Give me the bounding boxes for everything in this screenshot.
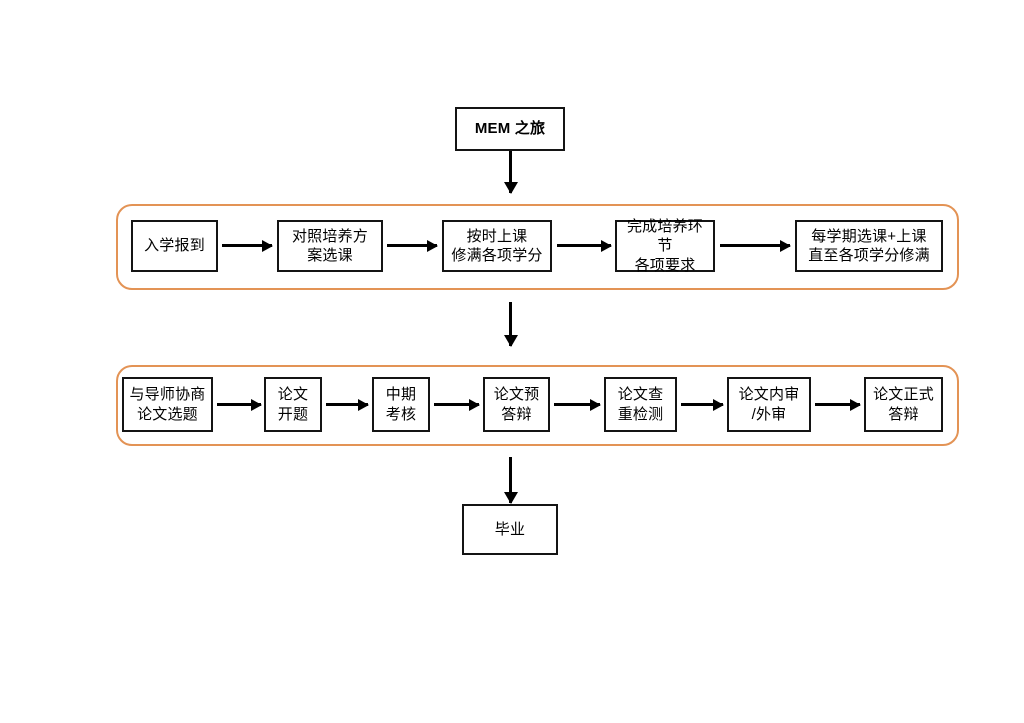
- connector-stage-one-4-to-5: [720, 244, 790, 247]
- node-stage-two-step-4: 论文预 答辩: [483, 377, 550, 432]
- node-stage-one-step-1: 入学报到: [131, 220, 218, 272]
- node-stage-two-step-2: 论文 开题: [264, 377, 322, 432]
- connector-stage-two-1-to-2: [217, 403, 261, 406]
- node-graduation: 毕业: [462, 504, 558, 555]
- node-stage-one-step-5: 每学期选课+上课 直至各项学分修满: [795, 220, 943, 272]
- node-stage-two-step-6: 论文内审 /外审: [727, 377, 811, 432]
- node-stage-two-step-1: 与导师协商 论文选题: [122, 377, 213, 432]
- group-coursework-stage: [116, 204, 959, 290]
- connector-stage-two-3-to-4: [434, 403, 479, 406]
- connector-stage-one-to-stage-two: [509, 302, 512, 346]
- node-stage-one-step-4: 完成培养环节 各项要求: [615, 218, 715, 274]
- node-stage-one-step-2: 对照培养方 案选课: [277, 220, 383, 272]
- connector-title-to-stage-one: [509, 151, 512, 193]
- node-stage-two-step-5: 论文查 重检测: [604, 377, 677, 432]
- connector-stage-one-2-to-3: [387, 244, 437, 247]
- connector-stage-two-2-to-3: [326, 403, 368, 406]
- connector-stage-two-6-to-7: [815, 403, 860, 406]
- node-stage-two-step-7: 论文正式 答辩: [864, 377, 943, 432]
- connector-stage-two-4-to-5: [554, 403, 600, 406]
- node-stage-one-step-3: 按时上课 修满各项学分: [442, 220, 552, 272]
- connector-stage-two-5-to-6: [681, 403, 723, 406]
- node-stage-two-step-3: 中期 考核: [372, 377, 430, 432]
- node-mem-journey: MEM 之旅: [455, 107, 565, 151]
- connector-stage-one-1-to-2: [222, 244, 272, 247]
- group-thesis-stage: [116, 365, 959, 446]
- connector-stage-one-3-to-4: [557, 244, 611, 247]
- connector-stage-two-to-graduation: [509, 457, 512, 503]
